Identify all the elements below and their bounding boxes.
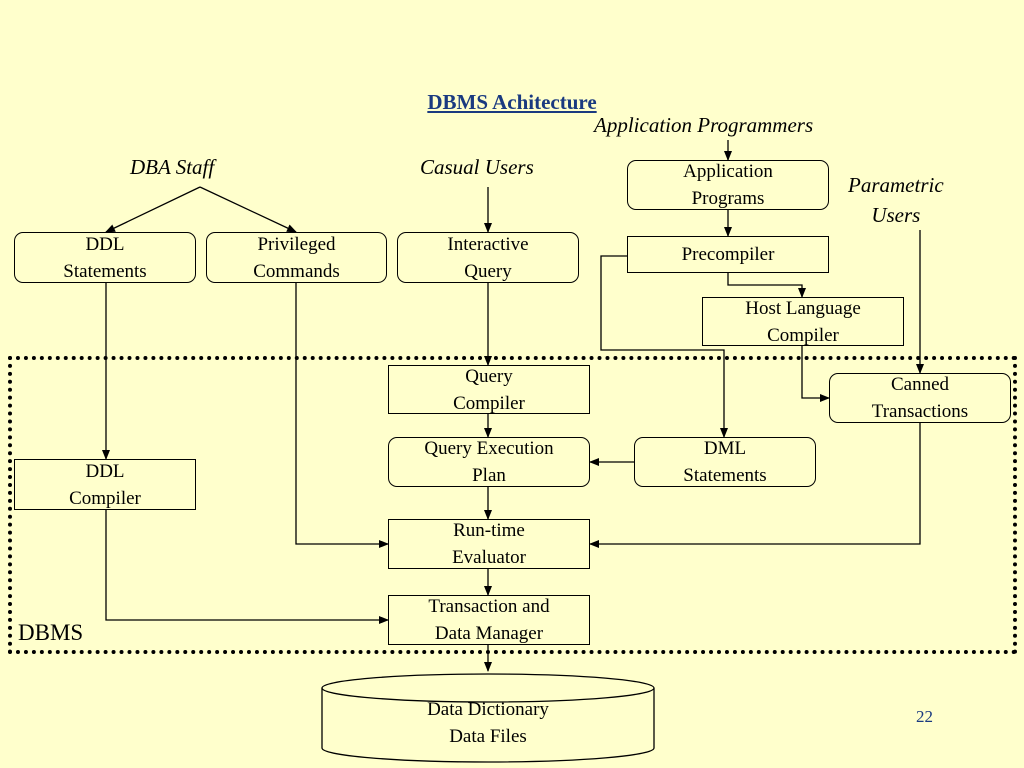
database-cylinder-icon (321, 673, 655, 763)
actor-dba-staff: DBA Staff (130, 155, 215, 179)
host-language-compiler-box: Host Language Compiler (702, 297, 904, 346)
query-execution-plan-box: Query Execution Plan (388, 437, 590, 487)
interactive-query-box: Interactive Query (397, 232, 579, 283)
page-number: 22 (916, 707, 933, 726)
privileged-commands-box: Privileged Commands (206, 232, 387, 283)
dbms-label: DBMS (18, 620, 84, 645)
canned-transactions-box: Canned Transactions (829, 373, 1011, 423)
query-compiler-box: Query Compiler (388, 365, 590, 414)
actor-application-programmers: Application Programmers (594, 113, 814, 137)
application-programs-box: Application Programs (627, 160, 829, 210)
precompiler-box: Precompiler (627, 236, 829, 273)
slide-title: DBMS Achitecture (427, 90, 597, 114)
dml-statements-box: DML Statements (634, 437, 816, 487)
ddl-compiler-box: DDL Compiler (14, 459, 196, 510)
transaction-data-manager-box: Transaction and Data Manager (388, 595, 590, 645)
actor-casual-users: Casual Users (420, 155, 534, 179)
dbms-boundary (8, 356, 1017, 654)
ddl-statements-box: DDL Statements (14, 232, 196, 283)
runtime-evaluator-box: Run-time Evaluator (388, 519, 590, 569)
data-store-label: Data Dictionary Data Files (427, 699, 549, 747)
actor-parametric-users: Parametric Users (848, 173, 944, 227)
